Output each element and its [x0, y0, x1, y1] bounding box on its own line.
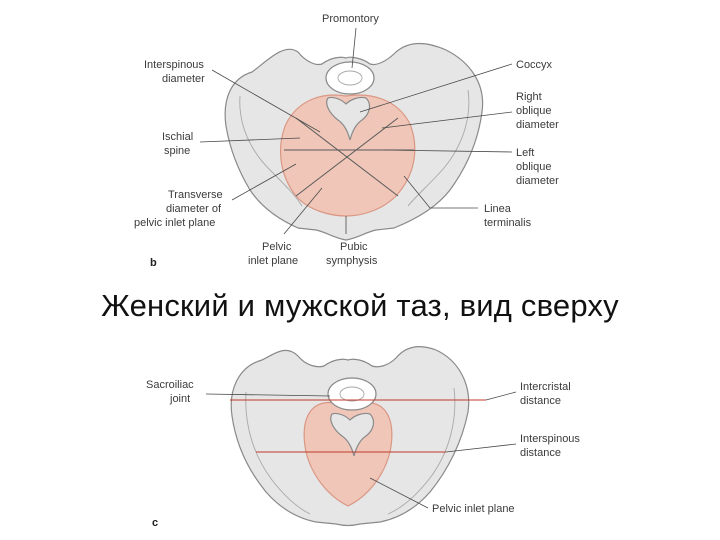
figure-c: Sacroiliac joint Intercristal distance I…: [146, 346, 580, 529]
leader-promontory: [351, 27, 357, 69]
label-right-oblique-3: diameter: [516, 119, 559, 131]
leader-intercristal: [485, 391, 517, 401]
label-interspinous-c-2: distance: [520, 447, 561, 459]
leader-pelvic-inlet-c: [369, 477, 429, 509]
slide-title: Женский и мужской таз, вид сверху: [101, 288, 619, 323]
label-pelvic-inlet-c: Pelvic inlet plane: [432, 503, 515, 515]
leader-coccyx: [359, 63, 513, 113]
label-left-oblique-1: Left: [516, 147, 534, 159]
leader-transverse: [231, 163, 297, 201]
panel-letter-c: c: [152, 517, 158, 529]
label-ischial-2: spine: [164, 145, 190, 157]
vertebra-c: [327, 377, 377, 411]
label-pubic-2: symphysis: [326, 255, 378, 267]
leader-sacroiliac: [205, 393, 331, 397]
panel-letter-b: b: [150, 257, 157, 269]
label-right-oblique-2: oblique: [516, 105, 551, 117]
label-right-oblique-1: Right: [516, 91, 542, 103]
label-sacroiliac-1: Sacroiliac: [146, 379, 194, 391]
label-linea-1: Linea: [484, 203, 512, 215]
iliac-wing-left-c: [245, 391, 311, 515]
leader-right-oblique: [381, 111, 513, 129]
label-transverse-2: diameter of: [166, 203, 222, 215]
label-interspinous-1: Interspinous: [144, 59, 204, 71]
left-oblique-diameter-line: [295, 117, 399, 197]
vertebra-canal-c: [339, 386, 365, 402]
label-sacroiliac-2: joint: [169, 393, 190, 405]
iliac-wing-left-b: [239, 95, 303, 207]
vertebra-canal-b: [337, 70, 363, 86]
figure-b: Promontory Interspinous diameter Ischial…: [134, 13, 559, 269]
label-intercristal-2: distance: [520, 395, 561, 407]
vertebra-b: [325, 61, 375, 95]
leader-ischial-spine: [199, 137, 301, 143]
label-transverse-3: pelvic inlet plane: [134, 217, 215, 229]
label-intercristal-1: Intercristal: [520, 381, 571, 393]
leader-interspinous-c: [445, 443, 517, 453]
leader-linea-terminalis-2: [403, 175, 431, 209]
sacrum-c: [330, 412, 375, 457]
leader-interspinous: [211, 69, 321, 133]
label-pelvic-inlet-2: inlet plane: [248, 255, 298, 267]
sacrum-b: [326, 96, 371, 141]
label-left-oblique-3: diameter: [516, 175, 559, 187]
label-interspinous-2: diameter: [162, 73, 205, 85]
leader-left-oblique: [383, 149, 513, 153]
label-coccyx: Coccyx: [516, 59, 553, 71]
label-pelvic-inlet-1: Pelvic: [262, 241, 292, 253]
iliac-wing-right-b: [407, 89, 470, 207]
leader-pelvic-inlet: [283, 187, 323, 235]
label-interspinous-c-1: Interspinous: [520, 433, 580, 445]
label-left-oblique-2: oblique: [516, 161, 551, 173]
label-transverse-1: Transverse: [168, 189, 223, 201]
iliac-wing-right-c: [387, 387, 456, 515]
label-promontory: Promontory: [322, 13, 379, 25]
label-ischial-1: Ischial: [162, 131, 193, 143]
label-linea-2: terminalis: [484, 217, 532, 229]
label-pubic-1: Pubic: [340, 241, 368, 253]
pelvic-inlet-b: [279, 94, 416, 217]
